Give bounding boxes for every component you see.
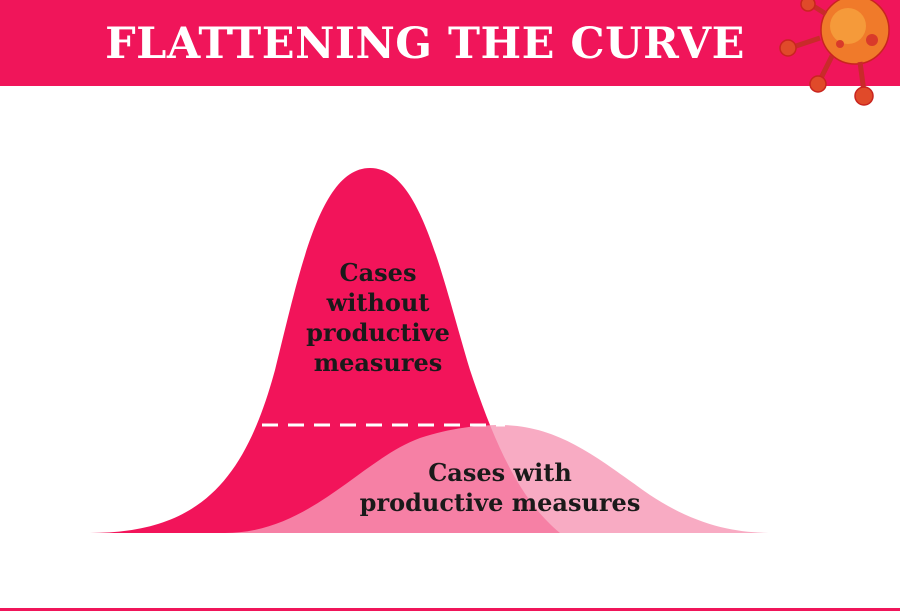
curve-with-measures	[225, 425, 775, 533]
label-cases-without-measures: Cases without productive measures	[268, 258, 488, 378]
label-line: measures	[313, 348, 443, 377]
virus-icon	[779, 0, 890, 106]
label-line: Cases	[339, 258, 417, 287]
bottom-rule	[0, 608, 900, 611]
label-cases-with-measures: Cases with productive measures	[330, 458, 670, 518]
label-line: productive measures	[359, 488, 641, 517]
label-line: without	[326, 288, 430, 317]
label-line: Cases with	[428, 458, 572, 487]
page-title: FLATTENING THE CURVE	[105, 19, 745, 69]
header-band	[0, 0, 900, 86]
label-line: productive	[306, 318, 450, 347]
